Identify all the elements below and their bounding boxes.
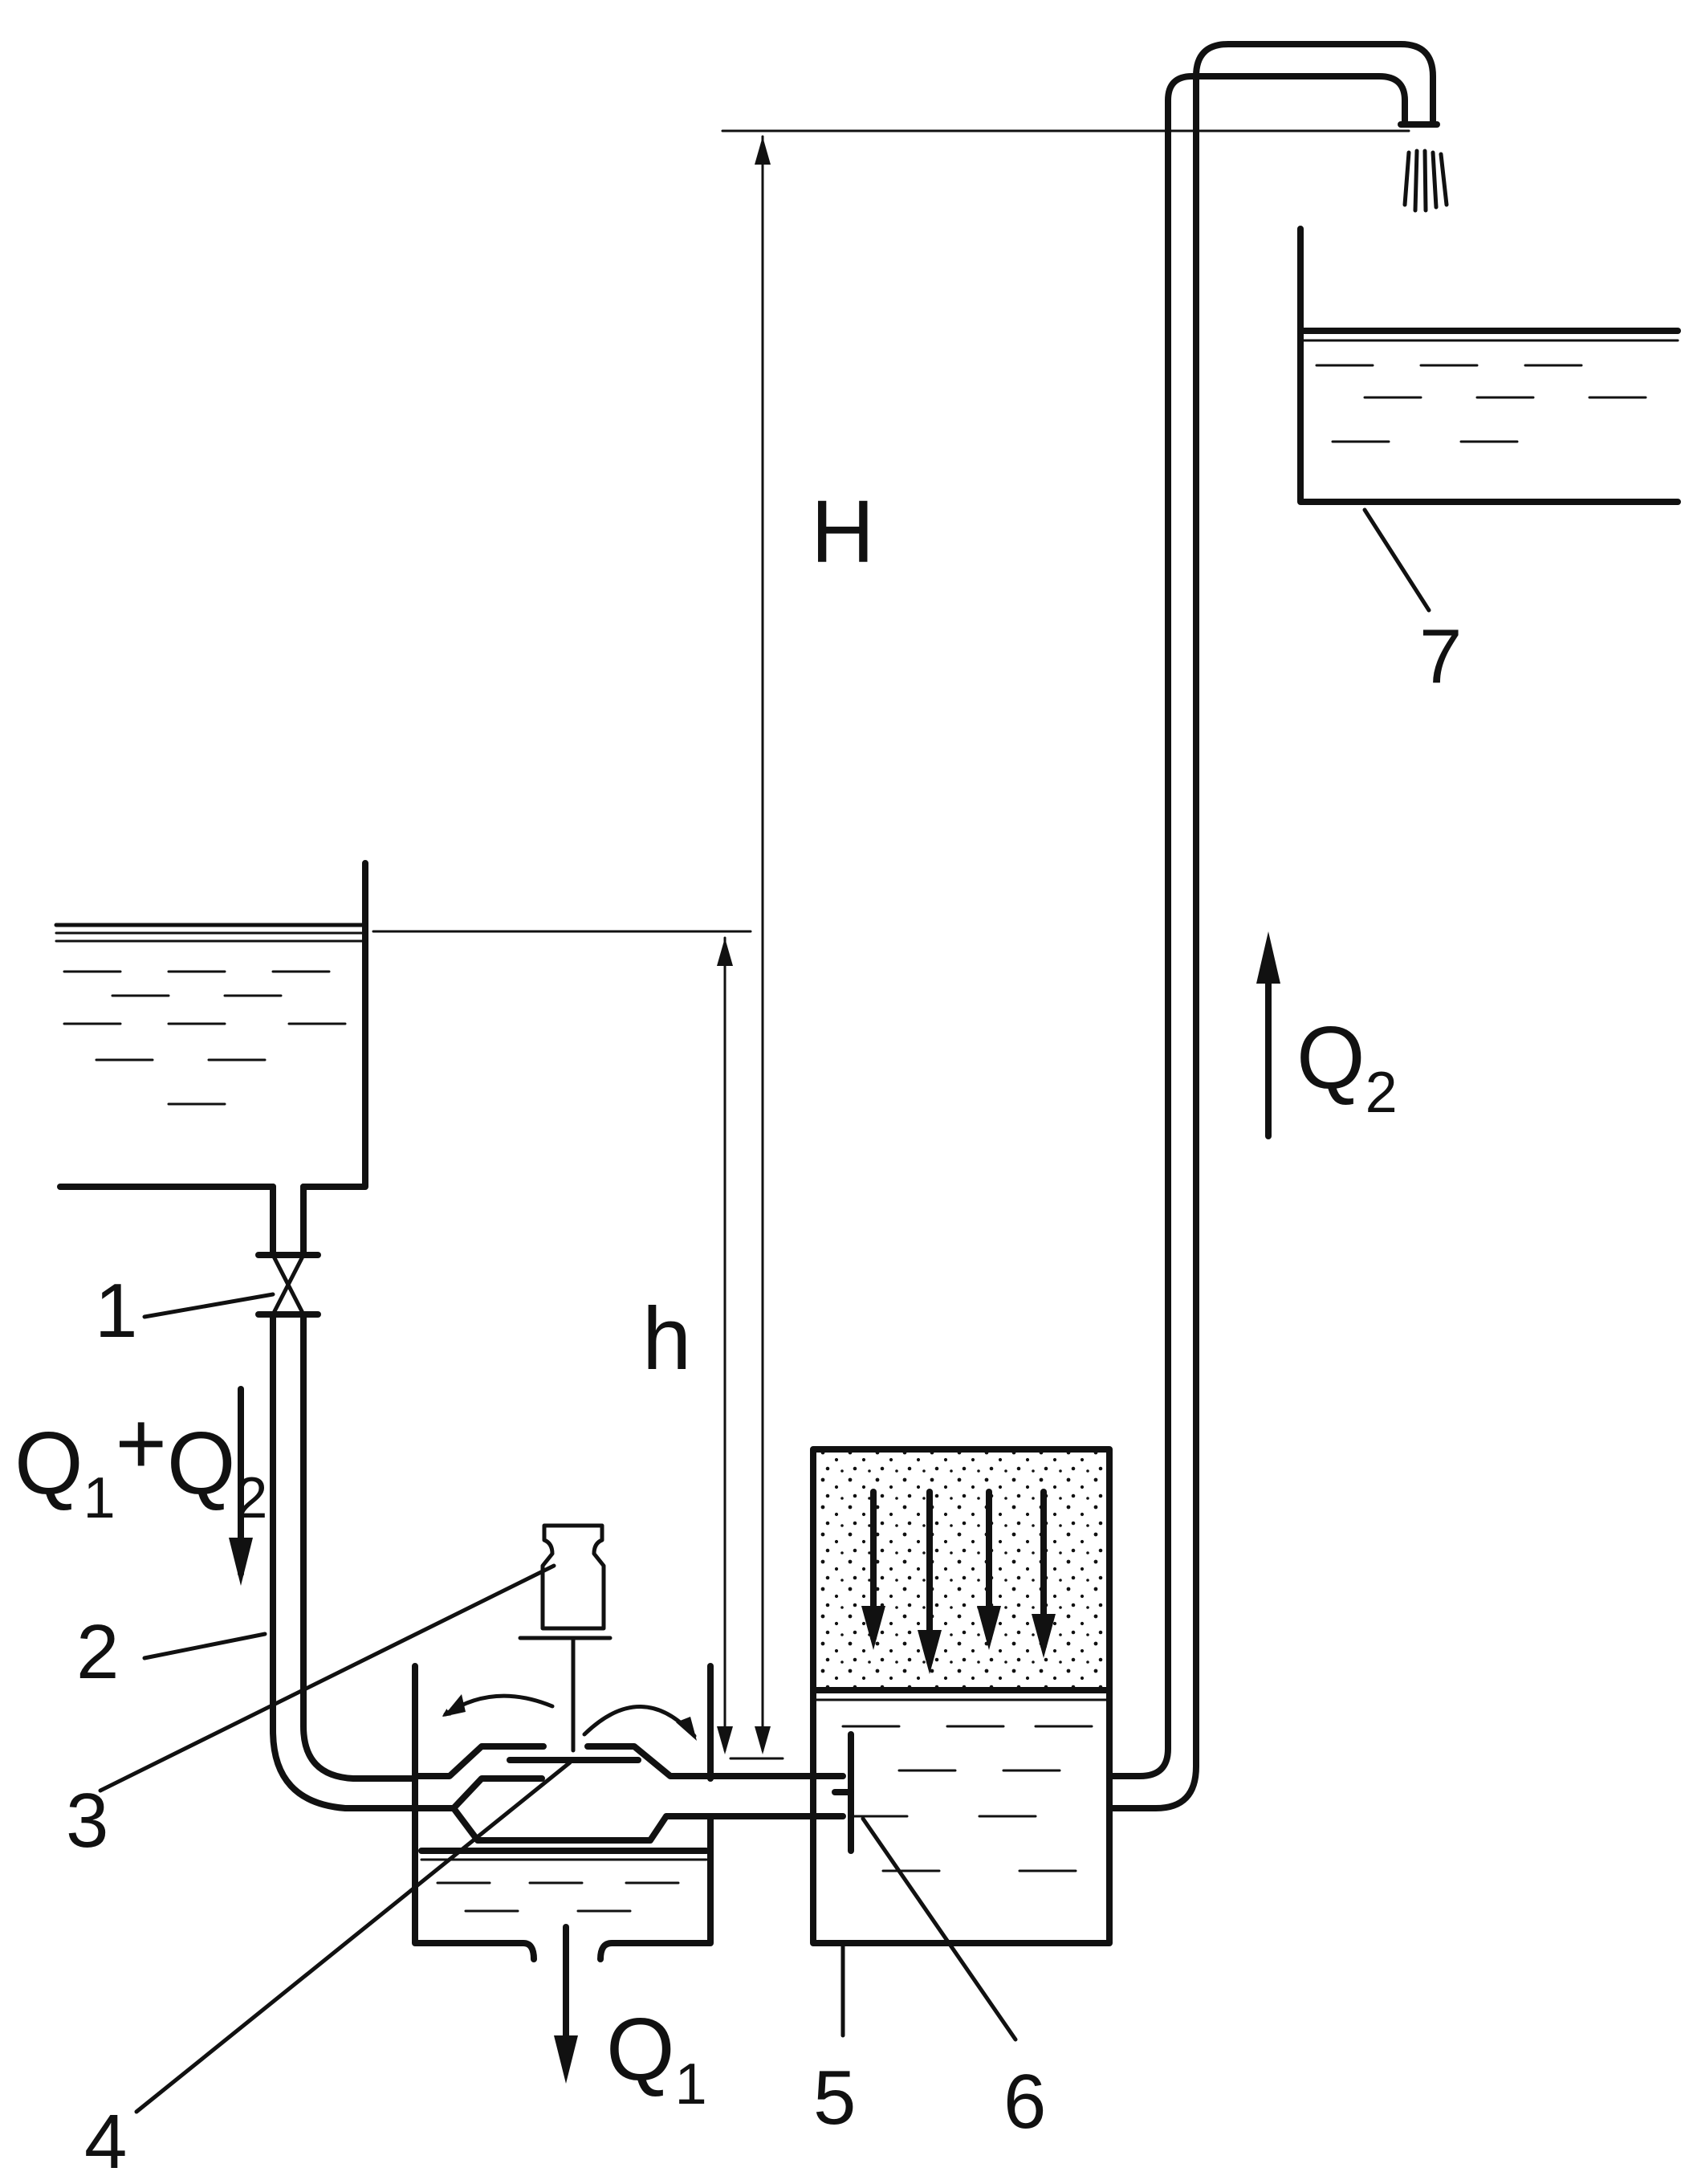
supply-tank: [54, 860, 368, 1190]
label-q1-sub: 1: [675, 2052, 707, 2117]
waste-chamber-water: [436, 1881, 680, 1913]
label-weight-number: 3: [66, 1778, 108, 1864]
weight: [518, 1523, 613, 1753]
waste-chamber-water-surface: [418, 1848, 710, 1861]
label-air-chamber-number: 5: [813, 2055, 856, 2141]
label-q-sum-b: Q: [167, 1414, 236, 1513]
flow-arrow-q-sum: [229, 1386, 253, 1586]
supply-tank-water: [63, 970, 347, 1106]
label-q1: Q1: [606, 2000, 707, 2117]
delivery-pipe: [1106, 41, 1449, 1811]
leader-lines: [98, 507, 1431, 2114]
flow-arrow-q1: [554, 1924, 578, 2084]
label-receiving-tank-number: 7: [1419, 613, 1462, 699]
label-q1-sym: Q: [606, 2000, 675, 2099]
waste-flow-arrows: [442, 1693, 697, 1741]
flow-arrow-q2: [1256, 931, 1280, 1139]
supply-tank-water-surface: [54, 923, 368, 943]
label-q-sum: Q1+Q2: [14, 1394, 267, 1530]
flow-labels: Q1+Q2 Q1 Q2: [14, 1008, 1398, 2117]
air-chamber-water: [841, 1725, 1093, 1872]
label-q-sum-a-sub: 1: [83, 1466, 116, 1530]
label-q-sum-a: Q: [14, 1414, 83, 1513]
air-pressure-arrows: [861, 1489, 1056, 1674]
dimension-lines: [372, 129, 1410, 1760]
dimension-H: [755, 135, 771, 1754]
label-q2: Q2: [1296, 1008, 1398, 1125]
outflow-jet: [1402, 149, 1449, 213]
dimension-h: [717, 936, 733, 1754]
label-drive-pipe-number: 2: [76, 1609, 119, 1695]
air-chamber: [810, 1446, 1113, 1946]
label-supply-head: h: [642, 1290, 691, 1388]
label-delivery-valve-number: 6: [1003, 2059, 1046, 2145]
label-q2-sym: Q: [1296, 1008, 1365, 1107]
label-q-sum-b-sub: 2: [235, 1466, 267, 1530]
label-q-sum-plus: +: [116, 1394, 167, 1493]
label-waste-valve-number: 4: [84, 2099, 127, 2184]
label-delivery-head: H: [811, 483, 874, 581]
receiving-tank: [1297, 226, 1681, 505]
delivery-valve[interactable]: [832, 1731, 854, 1854]
label-valve-number: 1: [95, 1268, 137, 1354]
valve[interactable]: [255, 1252, 321, 1318]
component-labels: 1 2 3 4 5 6 7 H h: [66, 483, 1462, 2184]
waste-valve-chamber: [412, 1663, 846, 1962]
label-q2-sub: 2: [1365, 1061, 1398, 1125]
drive-pipe: [270, 1184, 545, 1811]
